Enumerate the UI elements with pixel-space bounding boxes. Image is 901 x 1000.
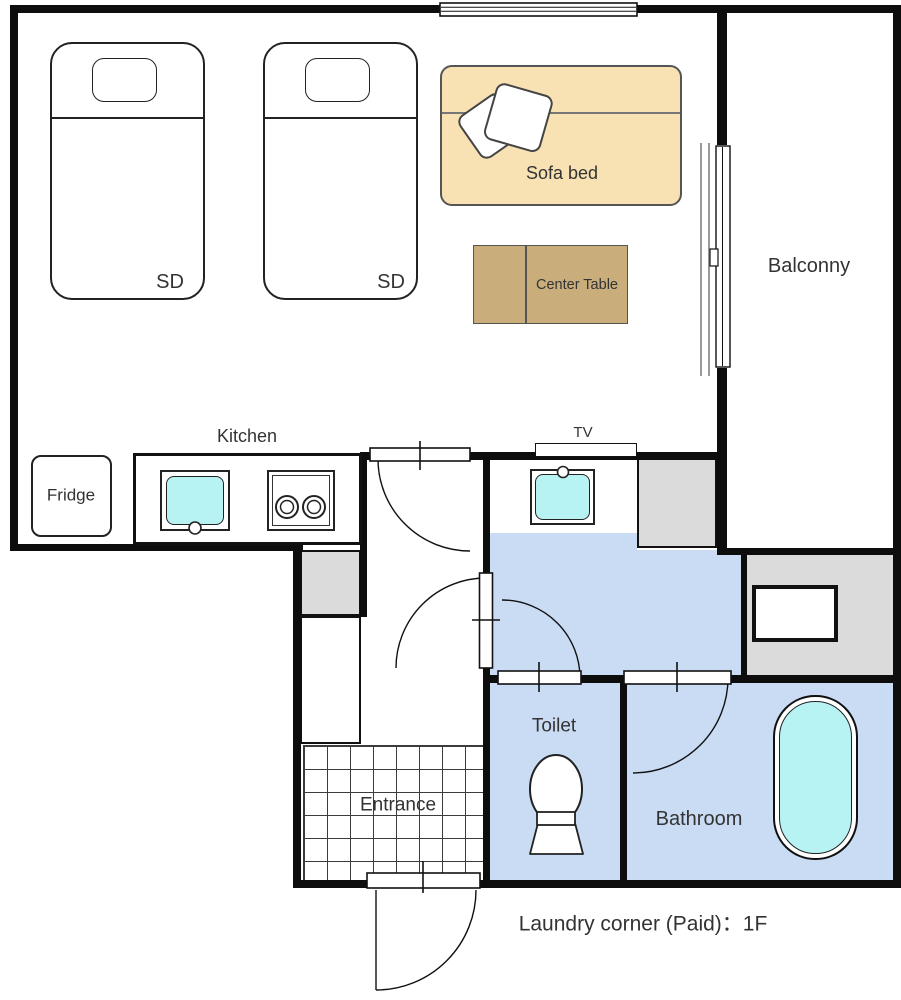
- sofa-bed: [440, 65, 682, 206]
- wall-wet-rooms-top: [483, 675, 893, 683]
- wall-kitchen-bottom: [10, 544, 303, 551]
- tv-stand: [535, 443, 637, 457]
- fridge: [31, 455, 112, 537]
- wall-left: [10, 5, 18, 551]
- center-table-divider: [525, 245, 527, 324]
- laundry-note: Laundry corner (Paid)：1F: [518, 912, 768, 936]
- washbasin-bowl: [535, 474, 590, 520]
- wall-balcony-lower: [717, 368, 727, 555]
- toilet-label: Toilet: [531, 715, 577, 737]
- window-balcony: [709, 145, 731, 368]
- fridge-label: Fridge: [46, 485, 96, 505]
- wall-storage-left: [741, 550, 747, 683]
- bed-right-label: SD: [377, 271, 405, 293]
- wall-balcony-upper: [717, 13, 727, 145]
- bed-right-pillow: [305, 58, 370, 102]
- kitchen-sink-basin: [166, 476, 224, 525]
- bathroom-label: Bathroom: [655, 808, 743, 830]
- entrance-label: Entrance: [359, 794, 437, 816]
- wall-balcony-bottom: [727, 548, 893, 555]
- center-table: [473, 245, 628, 324]
- balcony-label: Balconny: [767, 255, 851, 277]
- sofa-bed-seat-line: [442, 112, 680, 114]
- wall-top: [10, 5, 901, 13]
- bed-left-headboard-line: [50, 117, 205, 119]
- wall-right: [893, 5, 901, 888]
- bathtub-inner: [779, 701, 852, 854]
- center-table-label: Center Table: [536, 277, 618, 294]
- storage-shelf: [752, 585, 838, 642]
- washroom-area-extension: [637, 550, 742, 683]
- curtain-rail-line: [700, 143, 702, 376]
- wall-toilet-bathroom: [620, 683, 627, 880]
- wall-washroom-left: [483, 457, 490, 882]
- sofa-bed-label: Sofa bed: [525, 163, 599, 184]
- bed-left-pillow: [92, 58, 157, 102]
- kitchen-label: Kitchen: [216, 426, 278, 447]
- washroom-area: [490, 533, 637, 683]
- wall-bottom: [293, 880, 901, 888]
- wall-hall-left: [360, 453, 367, 617]
- stove-inner-frame: [272, 475, 330, 526]
- curtain-rail-line: [708, 143, 710, 376]
- toilet-room-area: [488, 683, 622, 880]
- tv-label: TV: [573, 423, 593, 441]
- closet-upper: [637, 458, 717, 548]
- bed-right-headboard-line: [263, 117, 418, 119]
- closet-corridor: [300, 550, 361, 616]
- wall-corridor-left: [293, 544, 301, 888]
- shoe-cabinet: [300, 616, 361, 744]
- bed-left-label: SD: [156, 271, 184, 293]
